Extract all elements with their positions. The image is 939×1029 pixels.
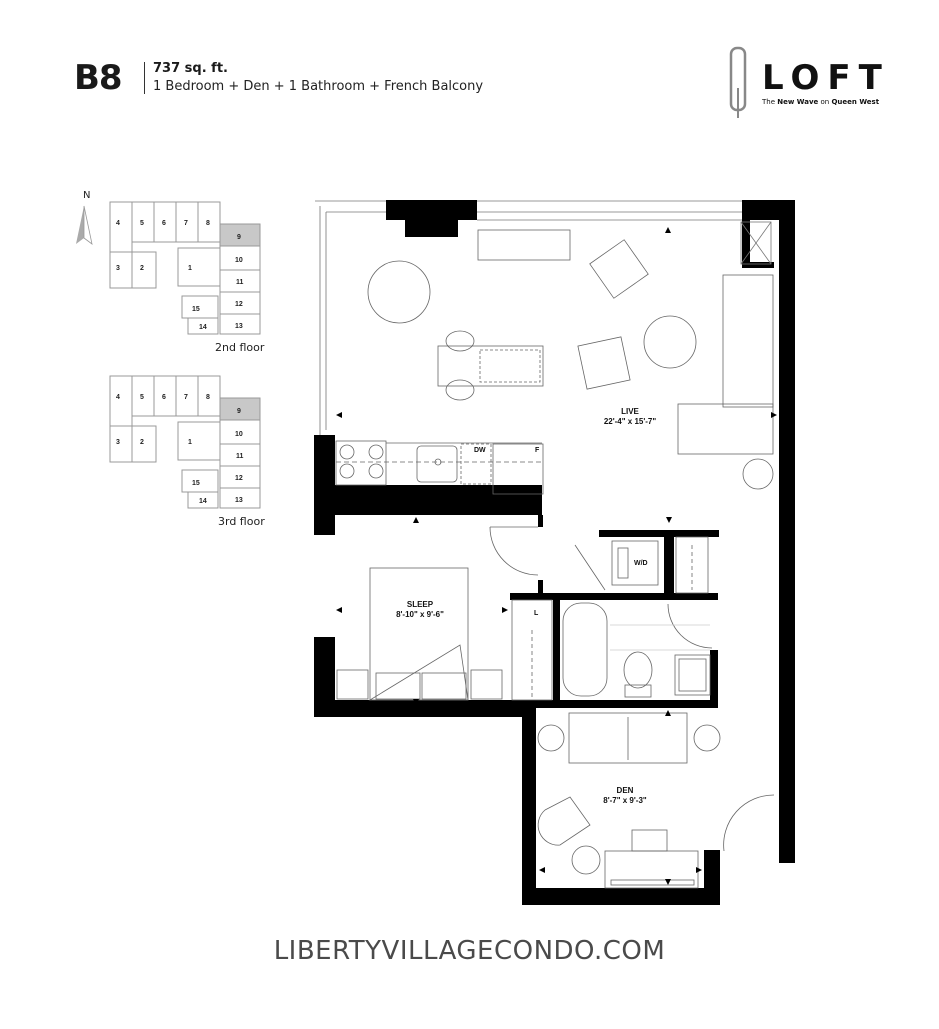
svg-text:13: 13 bbox=[235, 323, 243, 330]
svg-text:14: 14 bbox=[199, 498, 207, 505]
svg-text:3: 3 bbox=[116, 265, 120, 272]
room-den-dimensions: 8'-7" x 9'-3" bbox=[603, 796, 647, 805]
unit-code: B8 bbox=[74, 58, 123, 98]
fridge-label: F bbox=[535, 447, 540, 454]
website-url: LIBERTYVILLAGECONDO.COM bbox=[273, 936, 666, 966]
floor-label-3rd: 3rd floor bbox=[218, 515, 265, 528]
svg-text:12: 12 bbox=[235, 475, 243, 482]
svg-text:10: 10 bbox=[235, 257, 243, 264]
room-sleep-name: SLEEP bbox=[406, 600, 434, 609]
svg-text:5: 5 bbox=[140, 394, 144, 401]
tagline-new-wave: New Wave bbox=[777, 98, 819, 106]
room-live-name: LIVE bbox=[621, 407, 639, 416]
logo-wordmark: LOFT bbox=[762, 58, 890, 98]
svg-text:3: 3 bbox=[116, 439, 120, 446]
room-sleep-dimensions: 8'-10" x 9'-6" bbox=[396, 610, 444, 619]
loft-logo-mark-icon bbox=[729, 46, 747, 118]
svg-text:12: 12 bbox=[235, 301, 243, 308]
svg-text:11: 11 bbox=[236, 279, 244, 286]
svg-text:2: 2 bbox=[140, 439, 144, 446]
unit-description: 1 Bedroom + Den + 1 Bathroom + French Ba… bbox=[153, 79, 484, 94]
north-arrow-icon bbox=[76, 205, 93, 245]
dishwasher-label: DW bbox=[474, 447, 486, 454]
tagline-on: on bbox=[820, 98, 830, 106]
header-divider bbox=[144, 62, 145, 94]
svg-text:7: 7 bbox=[184, 394, 188, 401]
svg-text:11: 11 bbox=[236, 453, 244, 460]
svg-text:4: 4 bbox=[116, 220, 120, 227]
logo bbox=[728, 44, 878, 124]
logo-tagline: The New Wave on Queen West bbox=[762, 98, 879, 106]
room-sleep: SLEEP 8'-10" x 9'-6" bbox=[375, 600, 465, 620]
room-live-dimensions: 22'-4" x 15'-7" bbox=[603, 417, 657, 426]
svg-text:9: 9 bbox=[237, 408, 241, 415]
key-plan-3rd-floor: 4 5 6 7 8 9 3 2 1 10 11 15 12 14 13 3rd floor bbox=[108, 374, 268, 528]
svg-text:6: 6 bbox=[162, 394, 166, 401]
north-label: N bbox=[83, 190, 91, 201]
washer-dryer-label: W/D bbox=[634, 560, 648, 567]
svg-text:6: 6 bbox=[162, 220, 166, 227]
unit-area: 737 sq. ft. bbox=[153, 61, 228, 76]
svg-text:15: 15 bbox=[192, 306, 200, 313]
north-indicator: N bbox=[74, 190, 94, 250]
key-plan-2nd-floor: 4 5 6 7 8 9 3 2 1 10 11 15 12 14 13 2nd floor bbox=[108, 200, 268, 354]
svg-text:5: 5 bbox=[140, 220, 144, 227]
svg-text:10: 10 bbox=[235, 431, 243, 438]
svg-text:13: 13 bbox=[235, 497, 243, 504]
svg-text:7: 7 bbox=[184, 220, 188, 227]
room-den: DEN 8'-7" x 9'-3" bbox=[580, 786, 670, 806]
svg-text:15: 15 bbox=[192, 480, 200, 487]
room-live: LIVE 22'-4" x 15'-7" bbox=[580, 407, 680, 427]
svg-text:4: 4 bbox=[116, 394, 120, 401]
svg-text:9: 9 bbox=[237, 234, 241, 241]
tagline-queen-west: Queen West bbox=[831, 98, 880, 106]
svg-text:8: 8 bbox=[206, 394, 210, 401]
svg-text:14: 14 bbox=[199, 324, 207, 331]
key-plan-3rd-floor-drawing: 4 5 6 7 8 9 3 2 1 10 11 15 12 14 13 bbox=[109, 375, 261, 509]
svg-text:2: 2 bbox=[140, 265, 144, 272]
svg-text:1: 1 bbox=[188, 265, 192, 272]
floor-label-2nd: 2nd floor bbox=[215, 341, 265, 354]
svg-text:1: 1 bbox=[188, 439, 192, 446]
room-den-name: DEN bbox=[616, 786, 634, 795]
tagline-prefix: The bbox=[762, 98, 776, 106]
svg-text:8: 8 bbox=[206, 220, 210, 227]
key-plan-2nd-floor-drawing: 4 5 6 7 8 9 3 2 1 10 11 15 12 14 13 bbox=[109, 201, 261, 335]
linen-label: L bbox=[534, 610, 539, 617]
